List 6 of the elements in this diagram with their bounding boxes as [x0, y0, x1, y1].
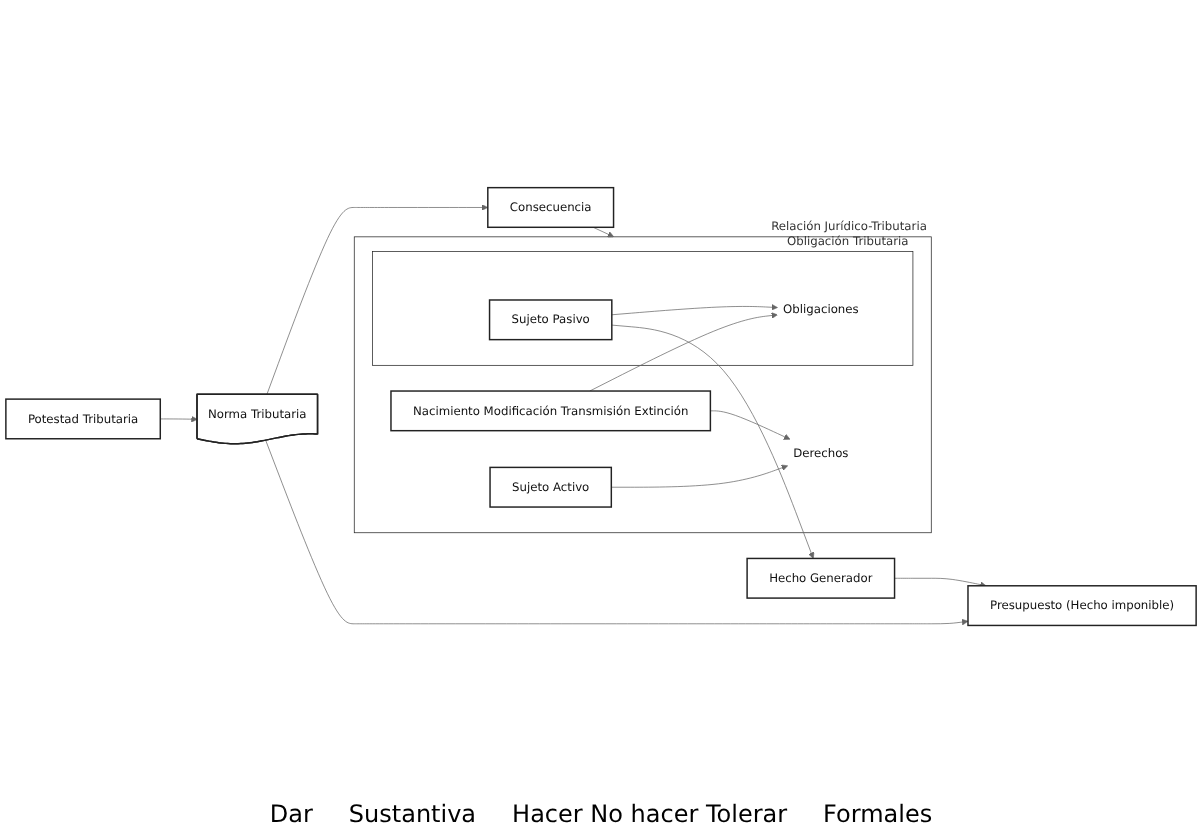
note-text: Sustantiva — [348, 800, 477, 828]
note-text: Dar — [269, 800, 313, 828]
cluster — [353, 236, 932, 534]
note-text: Formales — [823, 800, 933, 828]
cluster — [372, 251, 914, 366]
note-text: Hacer No hacer Tolerar — [512, 800, 788, 828]
